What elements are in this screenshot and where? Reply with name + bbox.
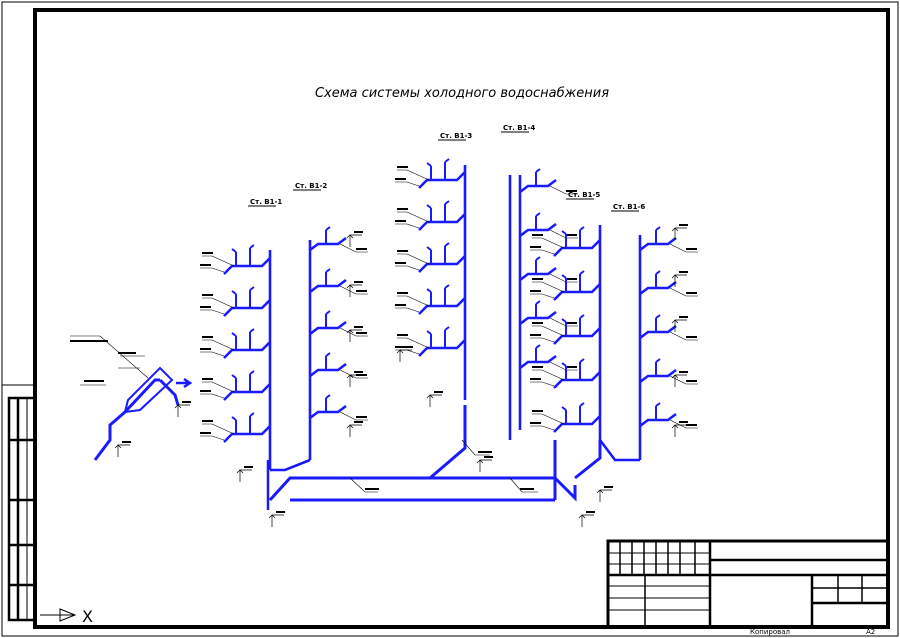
riser-label-b1-4: Ст. В1-4 xyxy=(503,124,535,132)
binding-stamp xyxy=(2,384,37,622)
riser-label-b1-2: Ст. В1-2 xyxy=(295,182,327,190)
riser-group-5-6 xyxy=(528,223,700,462)
riser-label-b1-3: Ст. В1-3 xyxy=(440,132,472,140)
title-block xyxy=(606,539,890,629)
riser-label-b1-6: Ст. В1-6 xyxy=(613,203,645,211)
footer-format: А2 xyxy=(866,628,875,636)
riser-group-3-4 xyxy=(393,157,580,440)
inner-frame xyxy=(33,8,890,629)
x-axis-marker: X xyxy=(40,607,93,626)
riser-label-b1-1: Ст. В1-1 xyxy=(250,198,282,206)
drawing-title: Схема системы холодного водоснабжения xyxy=(315,86,609,101)
riser-group-1-2 xyxy=(198,225,370,483)
riser-label-b1-5: Ст. В1-5 xyxy=(568,191,600,199)
water-inlet xyxy=(70,335,193,461)
main-collector xyxy=(266,405,602,510)
riser-labels: Ст. В1-1 Ст. В1-2 Ст. В1-3 Ст. В1-4 Ст. … xyxy=(248,124,645,212)
footer-copied: Копировал xyxy=(750,628,790,636)
x-axis-label: X xyxy=(82,607,93,626)
